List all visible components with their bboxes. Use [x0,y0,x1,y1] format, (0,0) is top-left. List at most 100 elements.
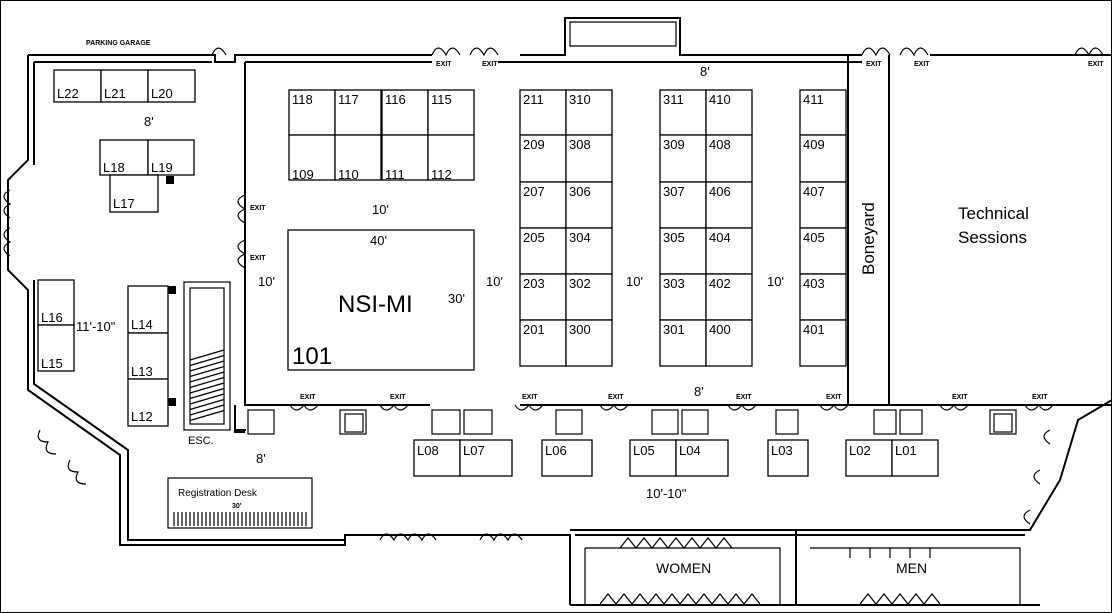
booth-box[interactable] [705,181,753,229]
booth-box[interactable] [127,285,169,334]
booth-L12[interactable]: L12 [127,378,169,427]
booth-308[interactable]: 308 [565,134,613,183]
booth-303[interactable]: 303 [659,273,707,321]
booth-117[interactable]: 117 [334,89,382,136]
booth-118[interactable]: 118 [288,89,336,136]
booth-box[interactable] [675,439,729,477]
booth-201[interactable]: 201 [519,319,567,367]
booth-box[interactable] [334,89,382,136]
booth-box[interactable] [99,139,149,176]
booth-300[interactable]: 300 [565,319,613,367]
booth-111[interactable]: 111 [381,134,429,182]
booth-box[interactable] [799,319,847,367]
booth-box[interactable] [100,69,149,103]
booth-box[interactable] [37,324,75,372]
booth-112[interactable]: 112 [427,134,475,182]
booth-box[interactable] [799,227,847,275]
booth-box[interactable] [705,273,753,321]
booth-411[interactable]: 411 [799,89,847,136]
booth-406[interactable]: 406 [705,181,753,229]
booth-box[interactable] [334,134,382,181]
booth-L15[interactable]: L15 [37,324,75,372]
booth-410[interactable]: 410 [705,89,753,136]
booth-L05[interactable]: L05 [629,439,677,477]
booth-L13[interactable]: L13 [127,332,169,380]
booth-box[interactable] [413,439,461,477]
booth-205[interactable]: 205 [519,227,567,275]
booth-302[interactable]: 302 [565,273,613,321]
booth-409[interactable]: 409 [799,134,847,183]
booth-box[interactable] [659,319,707,367]
booth-box[interactable] [705,134,753,183]
booth-116[interactable]: 116 [381,89,429,136]
booth-309[interactable]: 309 [659,134,707,183]
booth-301[interactable]: 301 [659,319,707,367]
booth-101[interactable]: NSI-MI 101 [287,229,475,371]
booth-L01[interactable]: L01 [891,439,939,477]
booth-L04[interactable]: L04 [675,439,729,477]
booth-207[interactable]: 207 [519,181,567,229]
booth-402[interactable]: 402 [705,273,753,321]
booth-box[interactable] [565,181,613,229]
booth-L07[interactable]: L07 [459,439,513,477]
booth-box[interactable] [845,439,893,477]
booth-306[interactable]: 306 [565,181,613,229]
booth-115[interactable]: 115 [427,89,475,136]
booth-403[interactable]: 403 [799,273,847,321]
booth-box[interactable] [519,319,567,367]
booth-304[interactable]: 304 [565,227,613,275]
booth-box[interactable] [799,181,847,229]
booth-box[interactable] [427,89,475,136]
booth-box[interactable] [891,439,939,477]
booth-box[interactable] [147,139,195,176]
booth-408[interactable]: 408 [705,134,753,183]
booth-box[interactable] [127,378,169,427]
booth-box[interactable] [565,319,613,367]
booth-box[interactable] [37,279,75,326]
booth-box[interactable] [519,273,567,321]
booth-box[interactable] [459,439,513,477]
booth-307[interactable]: 307 [659,181,707,229]
booth-311[interactable]: 311 [659,89,707,136]
booth-box[interactable] [565,89,613,136]
booth-L20[interactable]: L20 [147,69,196,103]
booth-L21[interactable]: L21 [100,69,149,103]
booth-209[interactable]: 209 [519,134,567,183]
booth-L18[interactable]: L18 [99,139,149,176]
booth-400[interactable]: 400 [705,319,753,367]
booth-L19[interactable]: L19 [147,139,195,176]
booth-box[interactable] [519,89,567,136]
booth-L16[interactable]: L16 [37,279,75,326]
booth-box[interactable] [799,273,847,321]
booth-310[interactable]: 310 [565,89,613,136]
booth-box[interactable] [799,89,847,136]
booth-box[interactable] [565,273,613,321]
booth-109[interactable]: 109 [288,134,336,182]
booth-L17[interactable]: L17 [109,174,159,213]
booth-405[interactable]: 405 [799,227,847,275]
booth-L14[interactable]: L14 [127,285,169,334]
booth-box[interactable] [109,174,159,213]
booth-305[interactable]: 305 [659,227,707,275]
booth-L06[interactable]: L06 [541,439,593,477]
booth-L02[interactable]: L02 [845,439,893,477]
booth-box[interactable] [705,319,753,367]
booth-box[interactable] [767,439,809,477]
booth-box[interactable] [147,69,196,103]
booth-L08[interactable]: L08 [413,439,461,477]
booth-box[interactable] [127,332,169,380]
booth-box[interactable] [541,439,593,477]
booth-box[interactable] [659,273,707,321]
booth-box[interactable] [629,439,677,477]
booth-box[interactable] [705,227,753,275]
booth-L03[interactable]: L03 [767,439,809,477]
booth-box[interactable] [565,134,613,183]
booth-203[interactable]: 203 [519,273,567,321]
booth-401[interactable]: 401 [799,319,847,367]
booth-box[interactable] [799,134,847,183]
booth-box[interactable] [659,227,707,275]
booth-box[interactable] [288,89,336,136]
booth-box[interactable] [659,134,707,183]
booth-211[interactable]: 211 [519,89,567,136]
booth-L22[interactable]: L22 [53,69,102,103]
